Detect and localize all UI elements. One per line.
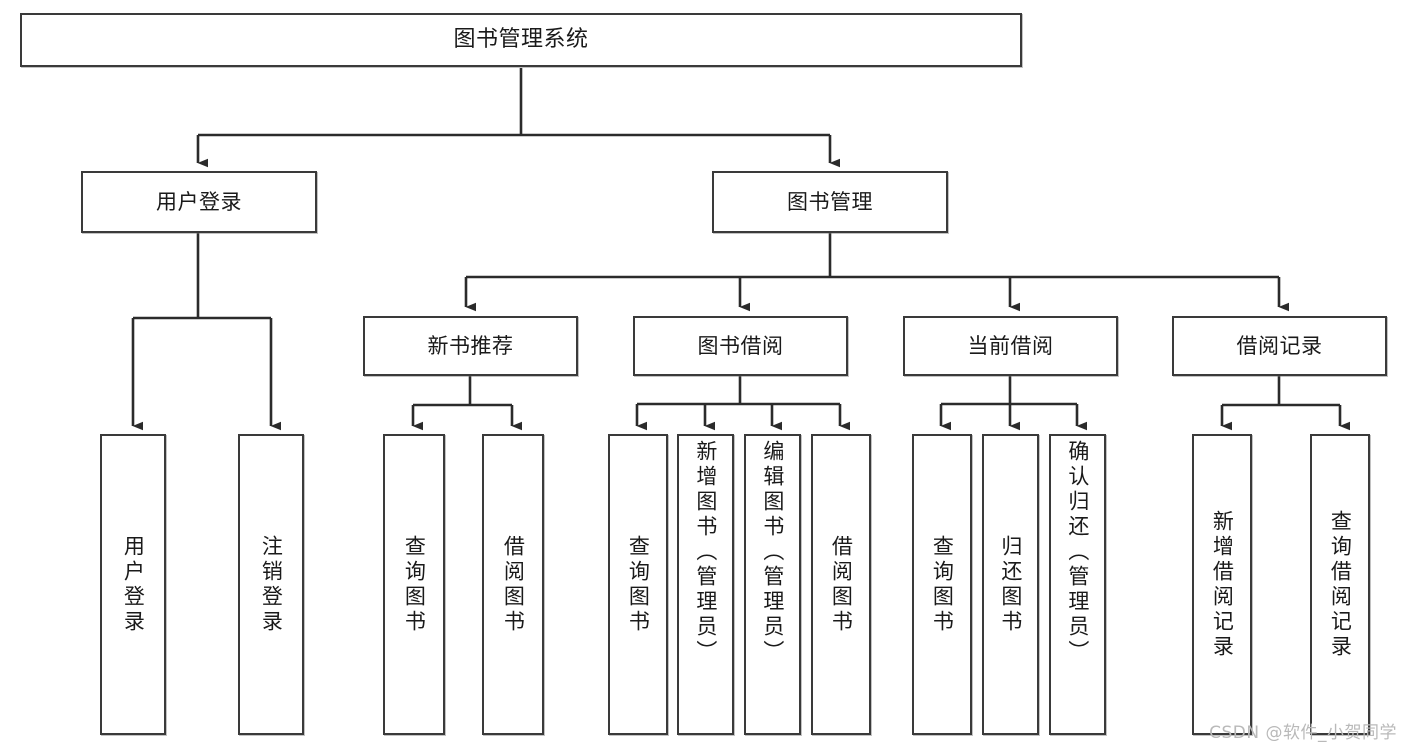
- node-leaf-borrow-book-2[interactable]: 借阅图书: [811, 434, 871, 735]
- node-leaf-borrow-book-1[interactable]: 借阅图书: [482, 434, 544, 735]
- node-leaf-query-book-2[interactable]: 查询图书: [608, 434, 668, 735]
- node-label: 查询图书: [930, 534, 955, 635]
- node-leaf-confirm-return[interactable]: 确认归还（管理员）: [1049, 434, 1106, 735]
- node-label: 新增图书（管理员）: [693, 440, 718, 665]
- node-label: 确认归还（管理员）: [1065, 440, 1090, 665]
- node-leaf-query-book-3[interactable]: 查询图书: [912, 434, 972, 735]
- node-leaf-edit-book[interactable]: 编辑图书（管理员）: [744, 434, 801, 735]
- node-label: 查询图书: [626, 534, 651, 635]
- csdn-watermark: CSDN @软件_小贺同学: [1209, 723, 1397, 743]
- node-label: 归还图书: [998, 534, 1023, 635]
- node-label: 图书管理系统: [453, 27, 589, 53]
- node-current-borrow[interactable]: 当前借阅: [903, 316, 1118, 376]
- node-new-book-recommend[interactable]: 新书推荐: [363, 316, 578, 376]
- node-label: 新书推荐: [427, 333, 514, 358]
- node-leaf-return-book[interactable]: 归还图书: [982, 434, 1039, 735]
- node-label: 查询图书: [402, 534, 427, 635]
- node-leaf-query-record[interactable]: 查询借阅记录: [1310, 434, 1370, 735]
- node-leaf-add-book[interactable]: 新增图书（管理员）: [677, 434, 734, 735]
- node-user-login[interactable]: 用户登录: [81, 171, 317, 233]
- node-label: 用户登录: [156, 189, 242, 214]
- node-label: 图书管理: [787, 189, 873, 214]
- node-leaf-user-login[interactable]: 用户登录: [100, 434, 166, 735]
- node-book-borrow[interactable]: 图书借阅: [633, 316, 848, 376]
- node-label: 图书借阅: [697, 333, 784, 358]
- node-root-system[interactable]: 图书管理系统: [20, 13, 1022, 67]
- node-leaf-logout-login[interactable]: 注销登录: [238, 434, 304, 735]
- node-label: 注销登录: [259, 534, 284, 635]
- node-label: 编辑图书（管理员）: [760, 440, 785, 665]
- node-book-manage[interactable]: 图书管理: [712, 171, 948, 233]
- node-label: 用户登录: [121, 534, 146, 635]
- node-label: 新增借阅记录: [1210, 509, 1235, 660]
- node-label: 查询借阅记录: [1328, 509, 1353, 660]
- node-label: 借阅记录: [1236, 333, 1323, 358]
- node-leaf-query-book-1[interactable]: 查询图书: [383, 434, 445, 735]
- node-borrow-record[interactable]: 借阅记录: [1172, 316, 1387, 376]
- node-label: 借阅图书: [829, 534, 854, 635]
- node-leaf-add-record[interactable]: 新增借阅记录: [1192, 434, 1252, 735]
- node-label: 当前借阅: [967, 333, 1054, 358]
- node-label: 借阅图书: [501, 534, 526, 635]
